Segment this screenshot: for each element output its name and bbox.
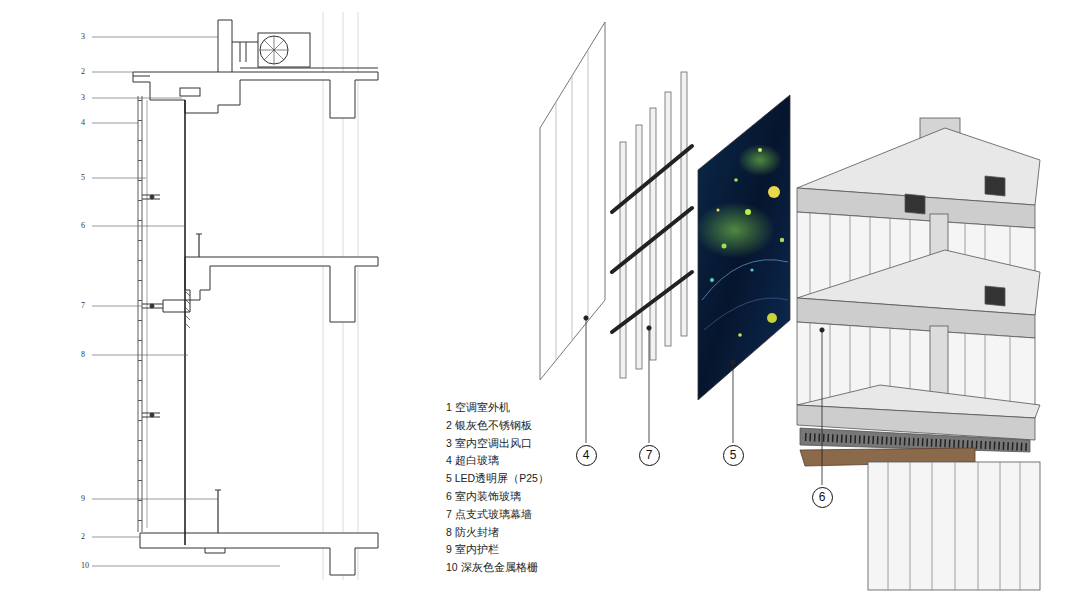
callout-number: 4 [81, 119, 85, 128]
key-item: 3 室内空调出风口 [446, 438, 532, 450]
callout-number: 2 [81, 533, 85, 542]
exploded-view [540, 22, 1040, 590]
key-item: 6 室内装饰玻璃 [446, 491, 521, 503]
callout-number: 4 [583, 449, 590, 461]
callout-number: 5 [81, 174, 85, 183]
key-item: 2 银灰色不锈钢板 [446, 420, 532, 432]
callout-number: 6 [81, 222, 85, 231]
callout-number: 9 [81, 495, 85, 504]
key-item: 1 空调室外机 [446, 402, 510, 414]
key-item: 9 室内护栏 [446, 545, 499, 557]
callout-circle: 5 [723, 445, 744, 466]
key-item: 10 深灰色金属格栅 [446, 562, 538, 574]
key-item: 4 超白玻璃 [446, 456, 499, 468]
callout-number: 10 [81, 562, 89, 571]
callout-number: 7 [646, 449, 653, 461]
callout-number: 8 [81, 351, 85, 360]
callout-circle: 4 [576, 445, 597, 466]
callout-number: 2 [81, 68, 85, 77]
key-item: 8 防火封堵 [446, 527, 499, 539]
key-item: 7 点支式玻璃幕墙 [446, 509, 532, 521]
callout-circle: 6 [812, 487, 833, 508]
callout-number: 7 [81, 302, 85, 311]
callout-number: 3 [81, 33, 85, 42]
callout-circle: 7 [639, 445, 660, 466]
key-item: 5 LED透明屏（P25） [446, 473, 549, 485]
callout-number: 6 [819, 491, 826, 503]
wall-section [92, 12, 378, 580]
callout-number: 3 [81, 94, 85, 103]
callout-number: 5 [730, 449, 737, 461]
